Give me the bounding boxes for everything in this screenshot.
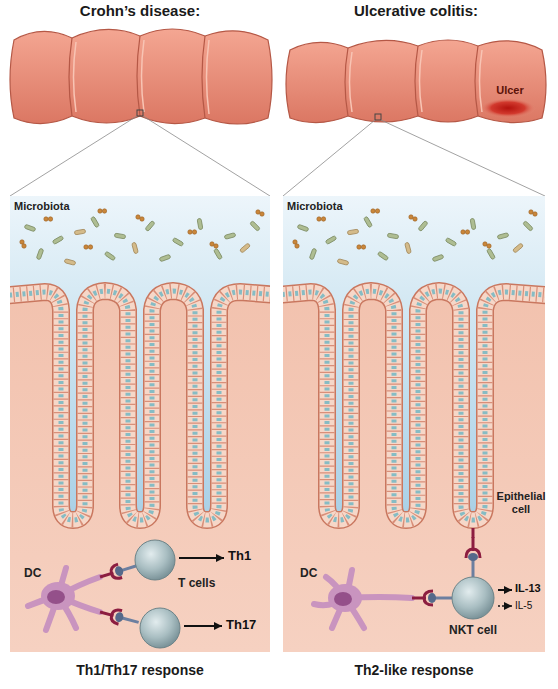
- response-caption: Th2-like response: [354, 662, 473, 678]
- t-cell: [135, 540, 175, 580]
- microbe: [172, 238, 184, 247]
- rod-bacteria: [24, 216, 260, 262]
- microbe: [240, 243, 251, 253]
- receptor-stalk: [472, 528, 475, 538]
- microbe: [104, 251, 115, 261]
- crypts: [283, 196, 545, 520]
- fold-highlight: [74, 40, 210, 114]
- dendritic-cell: [41, 582, 75, 610]
- microbe: [114, 233, 126, 239]
- microbe: [140, 217, 144, 221]
- cell-label: DC: [300, 567, 317, 581]
- microbe: [20, 240, 24, 244]
- response-caption: Th1/Th17 response: [76, 662, 204, 678]
- microbiota: [293, 209, 537, 266]
- haustral-fold: [345, 46, 478, 116]
- cell-label: DC: [24, 567, 41, 581]
- cell-label: Epithelial cell: [496, 490, 546, 515]
- receptor-pair: [466, 537, 480, 577]
- receptor-pair: [98, 605, 140, 629]
- microbe: [250, 221, 261, 232]
- receptor-pair: [412, 591, 452, 605]
- microbe: [159, 254, 171, 262]
- response-arrow: [179, 557, 224, 559]
- region-label: Microbiota: [287, 200, 343, 213]
- zoom-square: [137, 110, 143, 116]
- microbe: [260, 212, 264, 216]
- cell-borders: [10, 291, 270, 520]
- microbe: [197, 218, 203, 230]
- subset-label: Th17: [226, 618, 256, 633]
- microbe: [64, 259, 76, 266]
- microbe: [44, 217, 48, 221]
- epithelium-outline: [10, 291, 270, 520]
- cell-label: T cells: [178, 577, 215, 591]
- panel-title: Crohn’s disease:: [80, 2, 200, 19]
- microbe: [145, 221, 155, 232]
- cell-borders: [283, 291, 545, 520]
- response-arrow: [184, 625, 222, 627]
- colon-segment: [286, 40, 546, 123]
- microbe: [210, 242, 214, 246]
- cytokine-arrow: [498, 605, 512, 607]
- cell-label: NKT cell: [449, 624, 497, 638]
- microbe: [214, 248, 223, 260]
- cytokine-label: IL-5: [515, 600, 532, 612]
- dendritic-cell: [328, 584, 362, 612]
- microbe: [192, 230, 196, 234]
- microbe: [98, 209, 102, 213]
- microbe: [48, 217, 52, 221]
- cell-nucleus: [334, 592, 352, 606]
- lumen: [10, 196, 270, 520]
- region-label: Microbiota: [14, 200, 70, 213]
- microbe: [256, 210, 260, 214]
- microbe: [84, 245, 88, 249]
- ulcer: [480, 98, 536, 118]
- microbe: [52, 236, 64, 245]
- cell-nucleus: [47, 590, 65, 604]
- microbe: [88, 245, 92, 249]
- microbe: [24, 224, 36, 232]
- haustral-fold: [69, 36, 205, 118]
- microbe: [132, 242, 139, 254]
- cytokine-arrow: [498, 589, 512, 591]
- cocci: [20, 209, 264, 249]
- cell-nuclei: [283, 291, 545, 520]
- microbe: [136, 215, 140, 219]
- zoom-square: [375, 114, 381, 120]
- mucosa-panel: [10, 196, 270, 652]
- t-cell: [140, 608, 180, 648]
- receptor-pair: [98, 559, 140, 584]
- nkt-cell: [452, 577, 494, 619]
- zoom-line: [143, 116, 270, 196]
- panel-title: Ulcerative colitis:: [354, 2, 478, 19]
- microbe: [36, 248, 44, 260]
- cytokine-label: IL-13: [515, 582, 541, 595]
- microbe: [188, 230, 192, 234]
- epithelium-outline: [283, 291, 545, 520]
- cell-nuclei: [10, 291, 270, 520]
- mucosa-panel: [283, 196, 545, 652]
- rod-bacteria: [64, 229, 250, 265]
- microbe: [91, 216, 100, 228]
- microbe: [214, 244, 218, 248]
- ulcer-label: Ulcer: [496, 84, 524, 97]
- zoom-line: [283, 120, 375, 196]
- zoom-line: [10, 116, 137, 196]
- microbiota: [20, 209, 264, 266]
- lumen: [283, 196, 545, 520]
- colon-segment: [10, 29, 272, 124]
- fold-highlight: [350, 50, 483, 112]
- microbe: [22, 244, 26, 248]
- subset-label: Th1: [228, 549, 251, 564]
- epithelium: [283, 291, 545, 520]
- microbe: [224, 233, 236, 240]
- epithelium: [10, 291, 270, 520]
- microbe: [74, 229, 86, 235]
- microbe: [102, 209, 106, 213]
- zoom-line: [381, 120, 545, 196]
- dendrite: [314, 570, 412, 628]
